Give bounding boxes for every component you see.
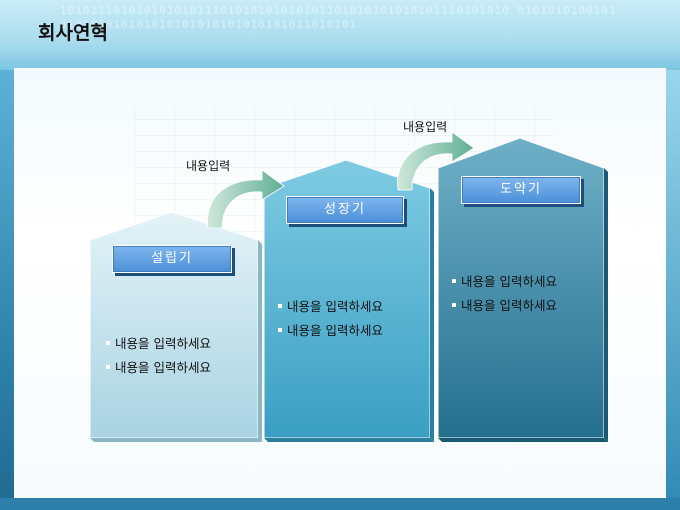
stage-1-badge: 설립기 <box>112 245 232 273</box>
list-item: 내용을 입력하세요 <box>278 295 383 319</box>
arrow-1-icon <box>207 169 285 229</box>
arrow-1-label: 내용입력 <box>186 159 231 173</box>
bullet-icon <box>452 278 456 283</box>
list-item: 내용을 입력하세요 <box>106 332 211 356</box>
bullet-icon <box>106 340 110 345</box>
stage-2-badge: 성장기 <box>286 196 404 224</box>
stage-3-list: 내용을 입력하세요 내용을 입력하세요 <box>452 270 557 318</box>
list-item: 내용을 입력하세요 <box>452 294 557 318</box>
stage-3-pillar <box>437 137 608 442</box>
header-background <box>0 0 680 70</box>
arrow-2-icon <box>397 131 475 191</box>
slide-title: 회사연혁 <box>38 22 108 44</box>
bullet-icon <box>452 302 456 307</box>
bullet-icon <box>106 364 110 369</box>
list-item: 내용을 입력하세요 <box>452 270 557 294</box>
stage-2-pillar <box>263 159 434 442</box>
bottom-edge-background <box>0 498 680 510</box>
arrow-2-label: 내용입력 <box>403 120 448 134</box>
left-edge-background <box>0 70 14 510</box>
right-edge-background <box>666 70 680 510</box>
bullet-icon <box>278 327 282 332</box>
stage-2-list: 내용을 입력하세요 내용을 입력하세요 <box>278 295 383 343</box>
list-item: 내용을 입력하세요 <box>278 319 383 343</box>
stage-1-list: 내용을 입력하세요 내용을 입력하세요 <box>106 332 211 380</box>
stage-3-badge: 도약기 <box>461 176 581 204</box>
bullet-icon <box>278 303 282 308</box>
list-item: 내용을 입력하세요 <box>106 356 211 380</box>
